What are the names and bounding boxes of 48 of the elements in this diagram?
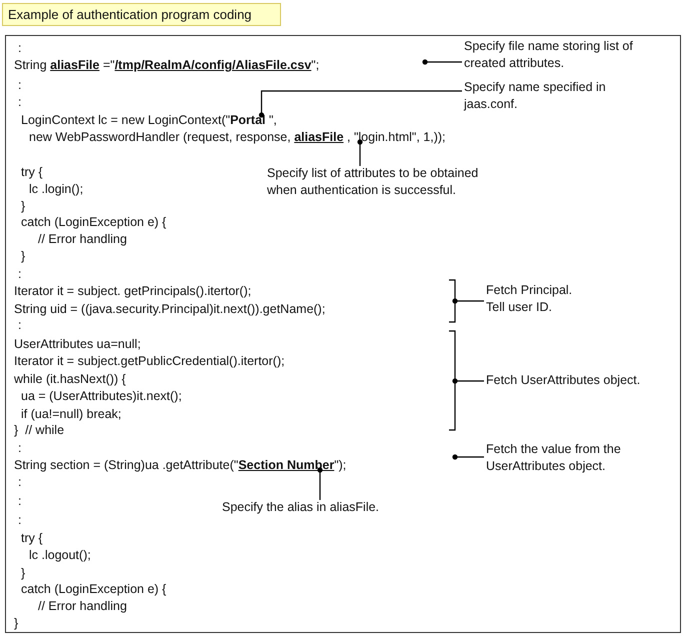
code-line: : [18,266,22,282]
callout-text: Specify the alias in aliasFile. [222,499,422,516]
code-line: String section = (String)ua .getAttribute("Section Number"); [14,457,346,473]
code-line: String aliasFile ="/tmp/RealmA/config/AliasFile.csv"; [14,57,320,73]
code-line: : [18,77,22,93]
code-line: } [14,615,18,631]
code-line: } // while [14,422,64,438]
code-line: : [18,94,22,110]
code-line: try { [21,164,43,180]
callout-text: Fetch the value from the UserAttributes object. [486,441,656,475]
code-line: UserAttributes ua=null; [14,336,141,352]
callout-text: Fetch Principal. Tell user ID. [486,282,582,316]
leader-line [452,454,484,460]
code-line: catch (LoginException e) { [21,214,166,230]
code-line: String uid = ((java.security.Principal)it.next()).getName(); [14,301,326,317]
callout-text: Specify list of attributes to be obtained when authentication is successful. [267,165,495,199]
code-line: lc .login(); [29,181,84,197]
code-line: : [18,40,22,56]
code-line: Iterator it = subject. getPrincipals().itertor(); [14,283,252,299]
code-line: new WebPasswordHandler (request, response, aliasFile , "login.html", 1,)); [29,129,446,145]
code-line: catch (LoginException e) { [21,581,166,597]
leader-line [422,59,462,65]
code-line: ua = (UserAttributes)it.next(); [21,388,182,404]
code-line: : [18,440,22,456]
code-line: } [21,248,26,264]
leader-line [317,467,323,500]
callout-text: Specify file name storing list of created attributes. [464,38,664,72]
code-line: : [18,493,22,509]
leader-line [452,378,484,384]
code-line: lc .logout(); [29,547,91,563]
callout-text: Fetch UserAttributes object. [486,372,685,389]
title-tab: Example of authentication program coding [2,3,281,26]
code-line: : [18,474,22,490]
code-line: Iterator it = subject.getPublicCredential().itertor(); [14,353,285,369]
code-line: } [21,565,26,581]
callout-text: Specify name specified in jaas.conf. [464,79,639,113]
code-line: : [18,317,22,333]
code-line: // Error handling [38,231,127,247]
code-line: // Error handling [38,598,127,614]
leader-line [258,90,462,118]
code-line: LoginContext lc = new LoginContext("Portal ", [21,112,277,128]
leader-line [357,139,363,166]
code-line: } [21,198,26,214]
code-line: try { [21,530,43,546]
code-line: if (ua!=null) break; [21,406,122,422]
code-line: while (it.hasNext()) { [14,371,126,387]
leader-line [452,298,484,304]
code-line: : [18,512,22,528]
